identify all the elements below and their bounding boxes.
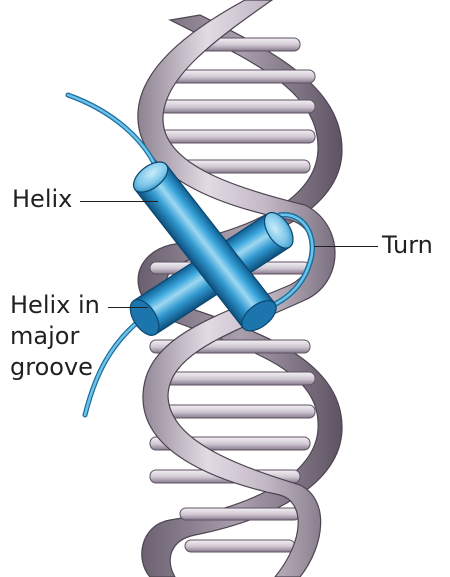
label-helix-in-major-groove: Helix in major groove: [10, 290, 100, 383]
base-pair: [164, 69, 316, 84]
label-turn: Turn: [382, 231, 433, 259]
leader-helix: [80, 201, 158, 202]
base-pair: [179, 507, 301, 521]
label-line: groove: [10, 353, 93, 381]
base-pair: [184, 539, 296, 553]
base-pairs: [149, 37, 316, 553]
base-pair: [149, 404, 316, 419]
label-line: major: [10, 322, 80, 350]
label-helix: Helix: [12, 185, 73, 213]
label-line: Helix in: [10, 291, 100, 319]
helix-cylinder: [132, 161, 277, 332]
base-pair: [159, 99, 316, 114]
leader-turn: [314, 246, 378, 247]
leader-helix-in-major-groove: [108, 307, 148, 308]
base-pair: [159, 129, 316, 144]
